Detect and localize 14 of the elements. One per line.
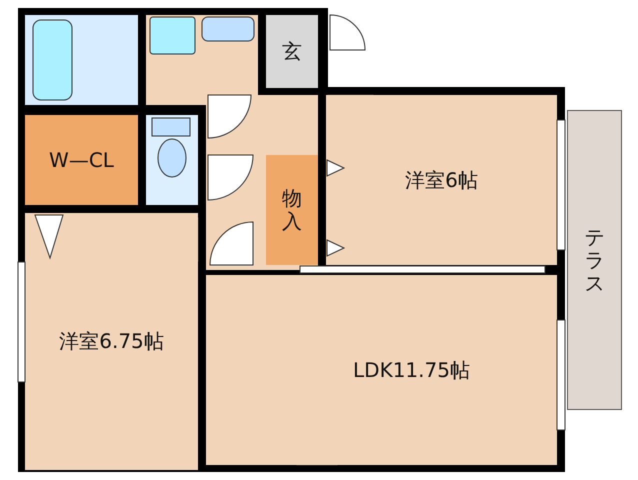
closet-room <box>25 115 138 205</box>
room-label: 洋室6帖 <box>405 168 478 192</box>
living-dining-kitchen <box>206 275 557 465</box>
room-label: 物入 <box>282 187 302 233</box>
bedroom <box>326 95 557 265</box>
room-label: 玄 <box>282 40 302 63</box>
room-label: LDK11.75帖 <box>353 358 470 382</box>
entrance-area <box>266 15 318 88</box>
bedroom <box>25 213 198 470</box>
terrace <box>567 110 622 410</box>
room-label: テラス <box>584 226 605 294</box>
room-label: W—CL <box>49 148 114 172</box>
storage-closet <box>266 155 318 265</box>
room-label: 洋室6.75帖 <box>59 330 164 353</box>
